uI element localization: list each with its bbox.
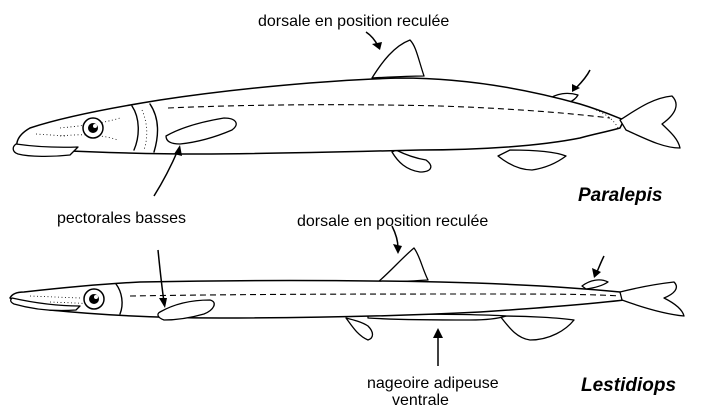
adipose-label-line2: ventrale — [392, 392, 449, 410]
lestidiops-caudal-fin — [620, 282, 684, 316]
species-name-lestidiops: Lestidiops — [581, 375, 676, 397]
lestidiops-anal-fin — [500, 316, 574, 340]
paralepis-anal-fin — [498, 150, 566, 170]
arrow-ventral-adipose — [433, 328, 443, 366]
dorsal-label-bottom: dorsale en position reculée — [297, 213, 488, 231]
pectoral-label: pectorales basses — [57, 210, 186, 228]
dorsal-label-top: dorsale en position reculée — [258, 13, 449, 31]
arrow-adipose-bottom — [592, 256, 604, 278]
adipose-label-line1: nageoire adipeuse — [367, 375, 499, 393]
arrow-adipose-top — [572, 70, 590, 92]
paralepis-pelvic-fin — [392, 150, 431, 172]
lestidiops-fish — [10, 248, 684, 340]
arrow-dorsal-top — [366, 32, 382, 50]
lestidiops-dorsal-fin — [378, 248, 428, 282]
paralepis-fish — [13, 40, 680, 172]
lestidiops-adipose-fin — [582, 280, 608, 289]
paralepis-caudal-fin — [620, 96, 680, 148]
lestidiops-pelvic-fin — [346, 318, 373, 340]
species-name-paralepis: Paralepis — [578, 185, 663, 207]
paralepis-body — [17, 78, 624, 154]
